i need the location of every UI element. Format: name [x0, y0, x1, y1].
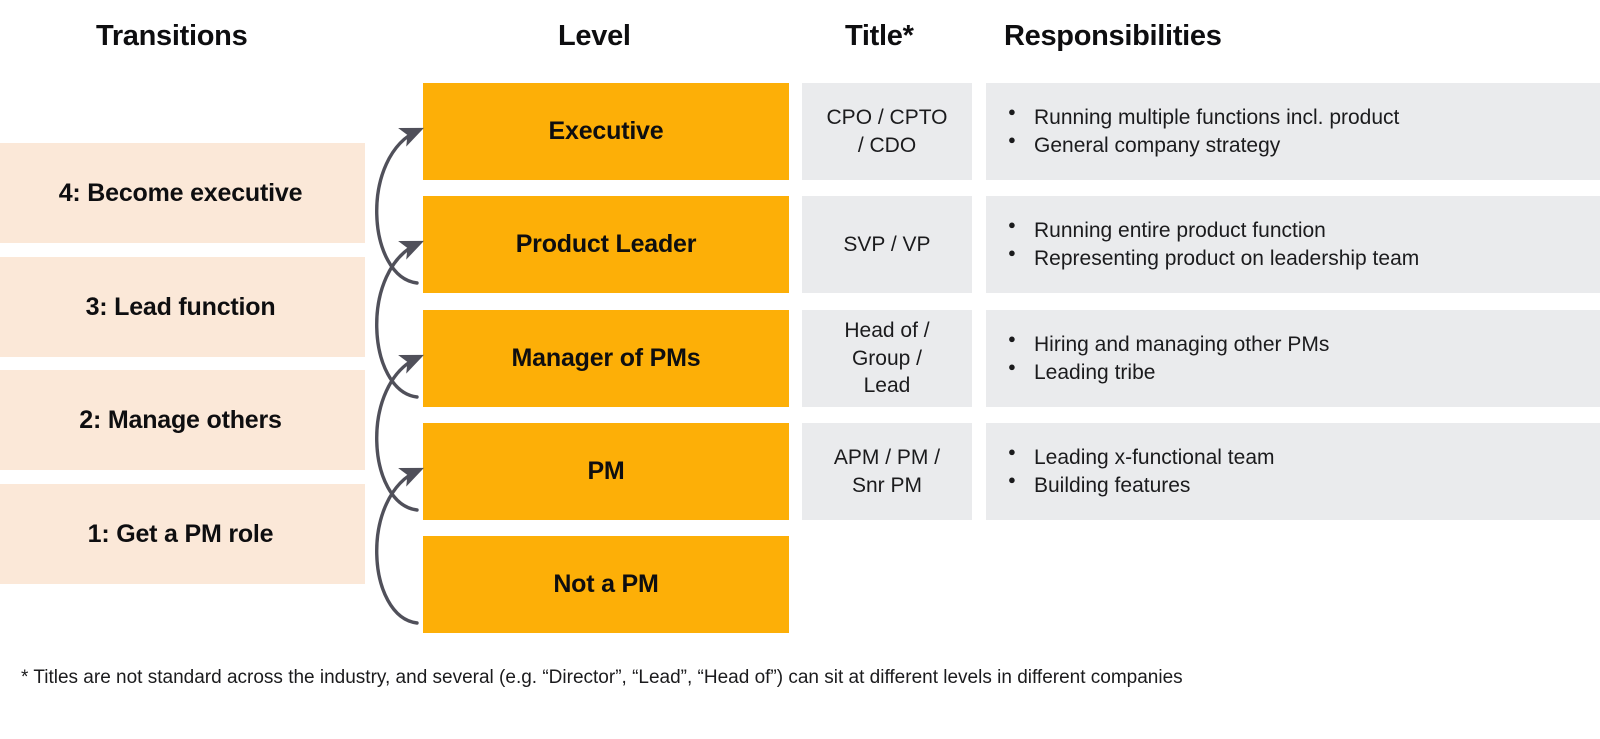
arrow-manager-to-product-leader	[375, 240, 424, 399]
responsibilities-list: Running multiple functions incl. product…	[986, 103, 1399, 160]
title-text: Head of / Group / Lead	[844, 317, 929, 400]
level-box-executive: Executive	[423, 83, 789, 180]
responsibilities-cell-product-leader: Running entire product functionRepresent…	[986, 196, 1600, 293]
transition-label: 4: Become executive	[58, 178, 303, 207]
responsibility-item: Representing product on leadership team	[1008, 244, 1419, 273]
column-header-transitions: Transitions	[96, 20, 248, 52]
transition-chip-3: 3: Lead function	[0, 257, 365, 357]
transition-chip-2: 2: Manage others	[0, 370, 365, 470]
title-line: Lead	[863, 374, 911, 398]
responsibility-item: Running multiple functions incl. product	[1008, 103, 1399, 132]
title-cell-manager-of-pms: Head of / Group / Lead	[802, 310, 972, 407]
transition-chip-1: 1: Get a PM role	[0, 484, 365, 584]
title-cell-pm: APM / PM / Snr PM	[802, 423, 972, 520]
title-cell-product-leader: SVP / VP	[802, 196, 972, 293]
column-header-responsibilities: Responsibilities	[1004, 20, 1222, 52]
transition-label: 3: Lead function	[85, 292, 276, 321]
responsibilities-cell-manager-of-pms: Hiring and managing other PMsLeading tri…	[986, 310, 1600, 407]
title-cell-executive: CPO / CPTO / CDO	[802, 83, 972, 180]
column-header-title: Title*	[845, 20, 914, 52]
level-label: Manager of PMs	[511, 344, 701, 372]
responsibilities-cell-executive: Running multiple functions incl. product…	[986, 83, 1600, 180]
transition-label: 2: Manage others	[79, 405, 282, 434]
title-line: SVP / VP	[843, 232, 931, 256]
title-text: APM / PM / Snr PM	[834, 444, 940, 499]
arrow-pm-to-manager-of-pms	[375, 354, 424, 512]
level-box-pm: PM	[423, 423, 789, 520]
level-label: PM	[587, 457, 625, 485]
level-box-manager-of-pms: Manager of PMs	[423, 310, 789, 407]
title-line: Group /	[851, 346, 923, 370]
transition-chip-4: 4: Become executive	[0, 143, 365, 243]
responsibilities-list: Running entire product functionRepresent…	[986, 216, 1419, 273]
responsibilities-cell-pm: Leading x-functional teamBuilding featur…	[986, 423, 1600, 520]
level-box-product-leader: Product Leader	[423, 196, 789, 293]
title-line: Snr PM	[851, 473, 922, 497]
level-label: Not a PM	[553, 570, 659, 598]
responsibility-item: Hiring and managing other PMs	[1008, 330, 1329, 359]
column-header-level: Level	[558, 20, 631, 52]
title-text: CPO / CPTO / CDO	[827, 104, 948, 159]
level-box-not-a-pm: Not a PM	[423, 536, 789, 633]
title-line: CPO / CPTO	[826, 105, 948, 129]
responsibility-item: Leading tribe	[1008, 358, 1329, 387]
responsibility-item: Leading x-functional team	[1008, 443, 1274, 472]
title-line: / CDO	[857, 133, 917, 157]
responsibility-item: General company strategy	[1008, 131, 1399, 160]
responsibilities-list: Hiring and managing other PMsLeading tri…	[986, 330, 1329, 387]
arrow-product-leader-to-executive	[375, 127, 424, 285]
arrow-not-a-pm-to-pm	[375, 467, 424, 625]
responsibilities-list: Leading x-functional teamBuilding featur…	[986, 443, 1275, 500]
title-line: Head of /	[844, 318, 930, 342]
transition-label: 1: Get a PM role	[87, 519, 274, 548]
level-label: Product Leader	[515, 230, 697, 258]
responsibility-item: Building features	[1008, 471, 1275, 500]
footnote-text: * Titles are not standard across the ind…	[21, 667, 1183, 688]
title-line: APM / PM /	[833, 445, 941, 469]
title-text: SVP / VP	[843, 231, 930, 259]
level-label: Executive	[548, 117, 664, 145]
responsibility-item: Running entire product function	[1008, 216, 1419, 245]
